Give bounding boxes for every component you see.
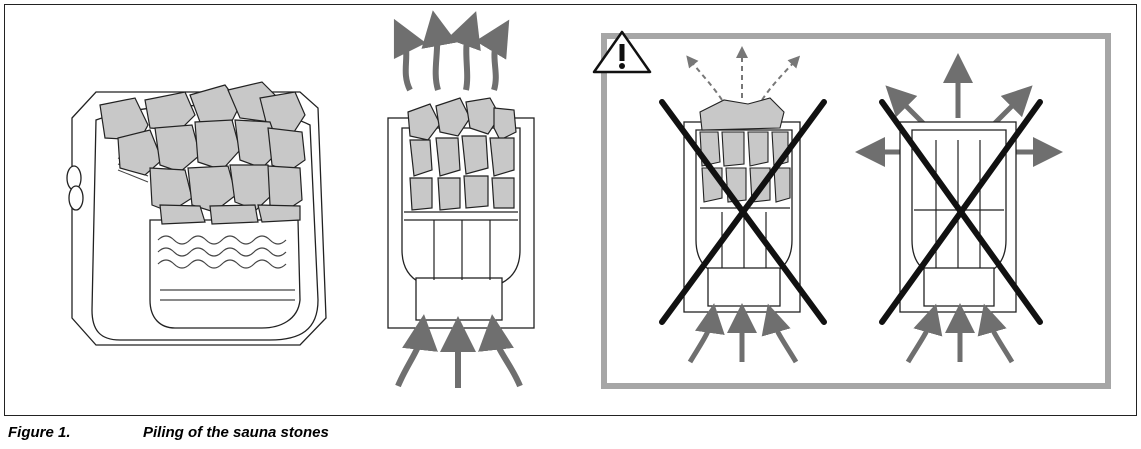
airflow-arrows-in (395, 314, 523, 388)
sauna-stones (99, 81, 306, 225)
heater-section-overpiled (659, 46, 827, 364)
heater-section-empty (855, 53, 1063, 364)
warning-icon (592, 30, 652, 74)
control-knob (68, 185, 84, 211)
cross-mark-icon (659, 99, 827, 325)
figure-label: Figure 1. (8, 424, 71, 441)
figure-caption: Piling of the sauna stones (143, 424, 329, 441)
warning-frame (601, 33, 1111, 389)
heater-section-correct (387, 10, 535, 388)
heater-perspective-drawing (66, 81, 327, 346)
cross-mark-icon (879, 99, 1043, 325)
figure-illustration (66, 10, 1111, 389)
heating-elements (157, 235, 295, 301)
sauna-stones (407, 97, 517, 211)
warning-panel (592, 30, 1111, 389)
airflow-arrows-up (393, 10, 510, 92)
